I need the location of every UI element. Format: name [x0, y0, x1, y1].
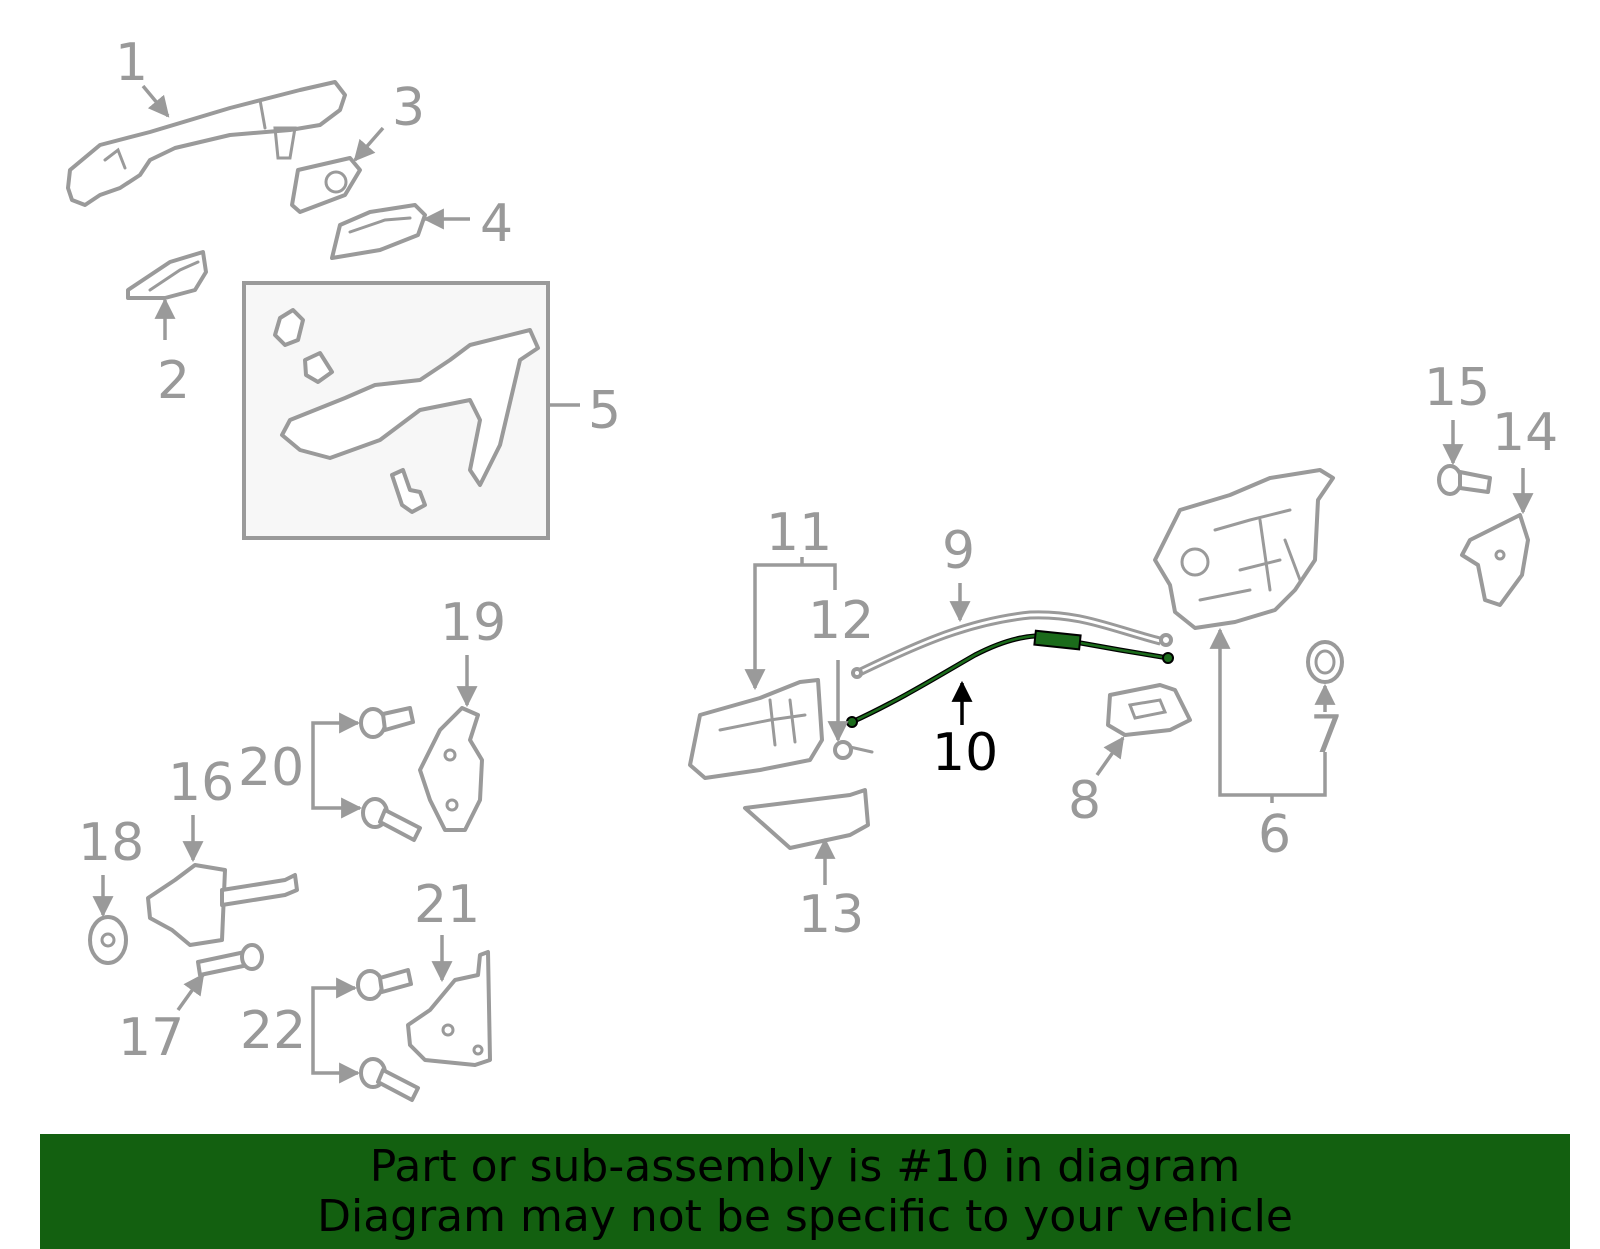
- part-15-screw: [1437, 464, 1492, 496]
- part-16-door-check: [146, 863, 299, 947]
- part-4-handle-gasket: [330, 203, 427, 260]
- callout-22: 22: [240, 1001, 306, 1061]
- callout-17: 17: [118, 1008, 184, 1068]
- leader-17: [176, 973, 205, 1012]
- callout-18: 18: [78, 813, 144, 873]
- callout-15: 15: [1424, 358, 1490, 418]
- leader-6: [1220, 630, 1327, 797]
- leader-22: [311, 977, 358, 1030]
- callout-2: 2: [157, 351, 190, 411]
- callout-8: 8: [1068, 771, 1101, 831]
- callout-16: 16: [168, 753, 234, 813]
- banner-line-disclaimer: Diagram may not be specific to your vehi…: [317, 1190, 1293, 1242]
- leader-11: [744, 563, 802, 691]
- callout-7: 7: [1310, 705, 1343, 765]
- callout-6: 6: [1258, 805, 1291, 865]
- callout-21: 21: [414, 875, 480, 935]
- callout-20: 20: [238, 738, 304, 798]
- part-3-key-cylinder-cap: [290, 156, 362, 214]
- callout-1: 1: [115, 33, 148, 93]
- part-12-cable-clip: [833, 740, 874, 760]
- part-8-lock-bracket: [1106, 683, 1192, 737]
- part-21-lower-hinge: [406, 950, 492, 1067]
- callout-4: 4: [480, 194, 513, 254]
- leader-1: [141, 84, 170, 118]
- callout-5: 5: [588, 381, 621, 441]
- part-13-handle-bezel: [743, 788, 870, 850]
- leader-3: [353, 126, 385, 162]
- leader-8: [1095, 736, 1125, 777]
- callout-10: 10: [932, 723, 998, 783]
- callout-19: 19: [440, 593, 506, 653]
- part-20-hinge-bolts: [359, 706, 422, 842]
- part-18-nut: [88, 915, 128, 965]
- callout-14: 14: [1492, 403, 1558, 463]
- part-5-handle-frame-box: [242, 281, 550, 540]
- part-10-inside-handle-cable: [846, 629, 1174, 728]
- part-7-grommet: [1306, 640, 1344, 684]
- part-14-latch-cover: [1460, 513, 1530, 607]
- part-11-inside-handle: [688, 678, 824, 780]
- part-9-lock-cable: [851, 610, 1173, 679]
- callout-11: 11: [766, 503, 832, 563]
- callout-12: 12: [808, 591, 874, 651]
- leader-20: [311, 712, 361, 765]
- part-17-bolt: [196, 943, 264, 977]
- callout-13: 13: [798, 885, 864, 945]
- part-19-upper-hinge: [418, 706, 484, 832]
- part-6-door-lock-latch: [1153, 468, 1335, 630]
- part-22-hinge-bolts: [356, 968, 420, 1102]
- part-1-outside-handle: [66, 80, 347, 207]
- banner-line-part-number: Part or sub-assembly is #10 in diagram: [369, 1140, 1241, 1192]
- info-banner: Part or sub-assembly is #10 in diagram D…: [40, 1134, 1570, 1249]
- part-2-handle-pad: [126, 250, 208, 300]
- callout-9: 9: [942, 521, 975, 581]
- callout-3: 3: [392, 78, 425, 138]
